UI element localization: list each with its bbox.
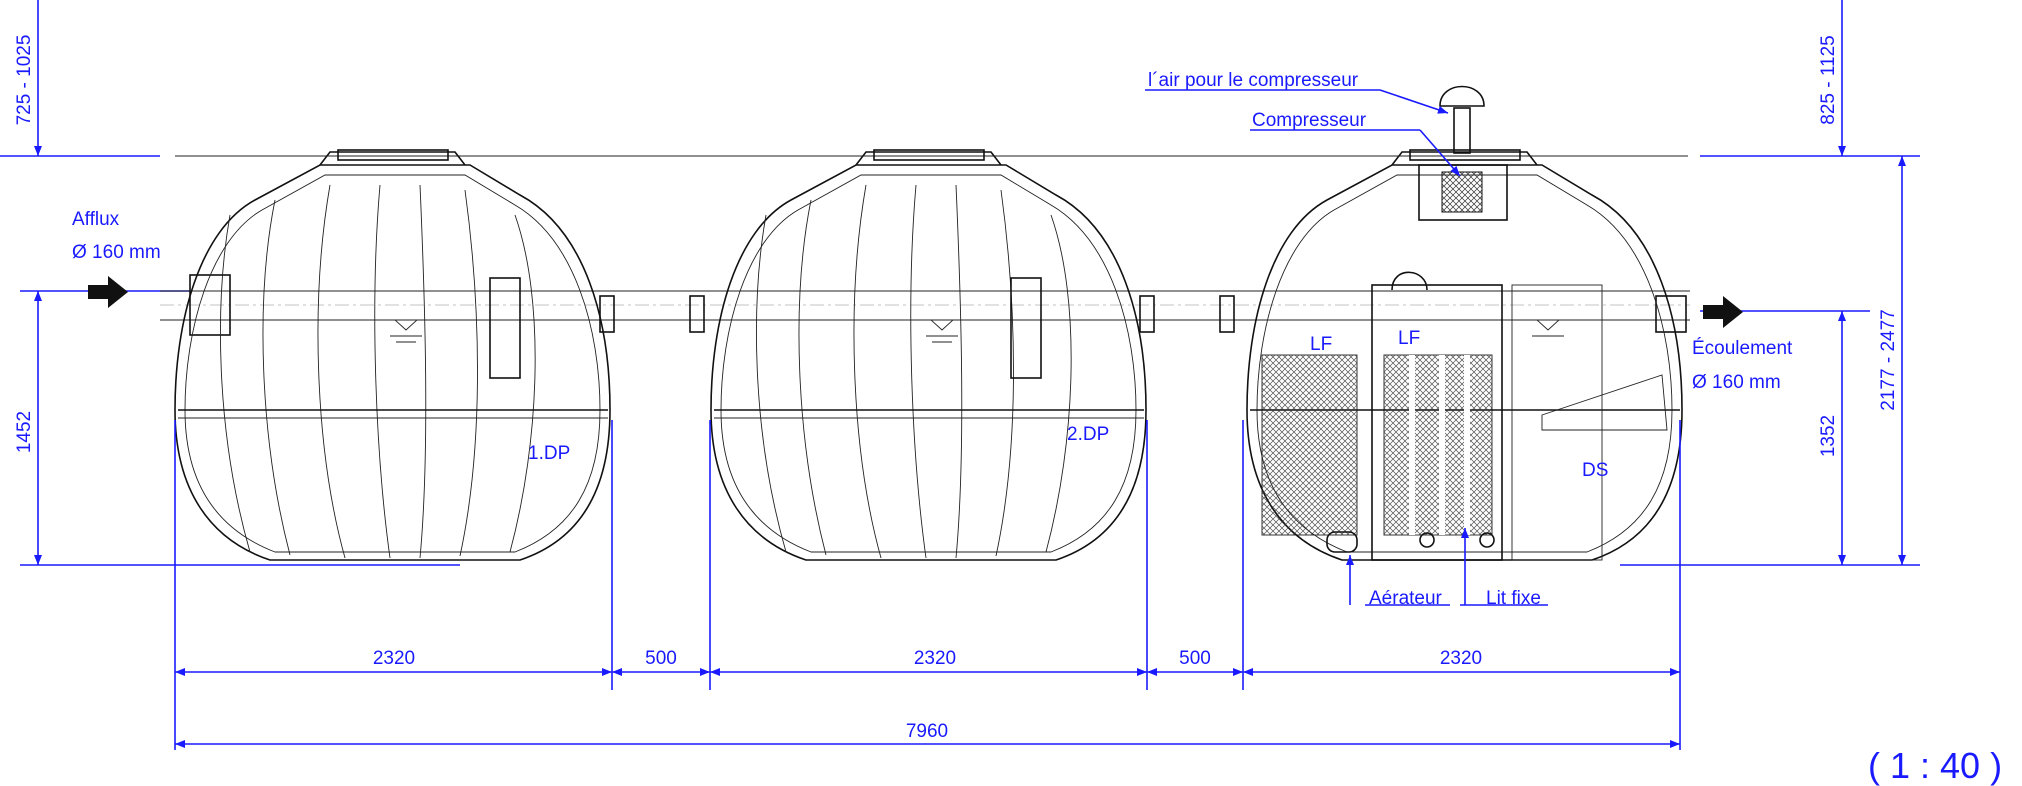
dim-right-mid: 1352 — [1818, 415, 1839, 457]
tank-3 — [1246, 85, 1683, 561]
dim-gap2: 500 — [1179, 648, 1211, 669]
dim-tank3-width: 2320 — [1440, 648, 1482, 669]
lf-label-2: LF — [1398, 328, 1420, 349]
air-callout: l´air pour le compresseur — [1148, 70, 1359, 91]
scale-label: ( 1 : 40 ) — [1868, 745, 2002, 786]
dim-right-top: 825 - 1125 — [1818, 35, 1839, 124]
connecting-pipe — [160, 274, 1690, 336]
dim-left-bottom: 1452 — [14, 411, 35, 453]
inlet-title: Afflux — [72, 209, 120, 230]
dim-left-top: 725 - 1025 — [14, 35, 35, 126]
outlet-arrow-icon — [1703, 296, 1743, 328]
ds-label: DS — [1582, 460, 1608, 481]
fixed-bed-callout: Lit fixe — [1486, 588, 1541, 609]
callout-leaders — [1145, 89, 1548, 606]
inlet-arrow-icon — [88, 276, 128, 308]
lf-label-1: LF — [1310, 334, 1332, 355]
aerator-callout: Aérateur — [1369, 588, 1443, 609]
horizontal-dimension-lines — [174, 420, 1681, 750]
outlet-title: Écoulement — [1692, 338, 1793, 359]
inlet-diameter: Ø 160 mm — [72, 242, 161, 263]
tank-2 — [710, 149, 1147, 561]
tank-1 — [174, 149, 611, 561]
vertical-dimension-lines — [34, 0, 1906, 565]
dim-gap1: 500 — [645, 648, 677, 669]
compressor-callout: Compresseur — [1252, 110, 1367, 131]
dim-tank2-width: 2320 — [914, 648, 956, 669]
tank1-label: 1.DP — [528, 443, 570, 464]
dim-right-total: 2177 - 2477 — [1878, 309, 1899, 410]
dim-tank1-width: 2320 — [373, 648, 415, 669]
dim-total-width: 7960 — [906, 721, 948, 742]
outlet-diameter: Ø 160 mm — [1692, 372, 1781, 393]
tank2-label: 2.DP — [1067, 424, 1109, 445]
